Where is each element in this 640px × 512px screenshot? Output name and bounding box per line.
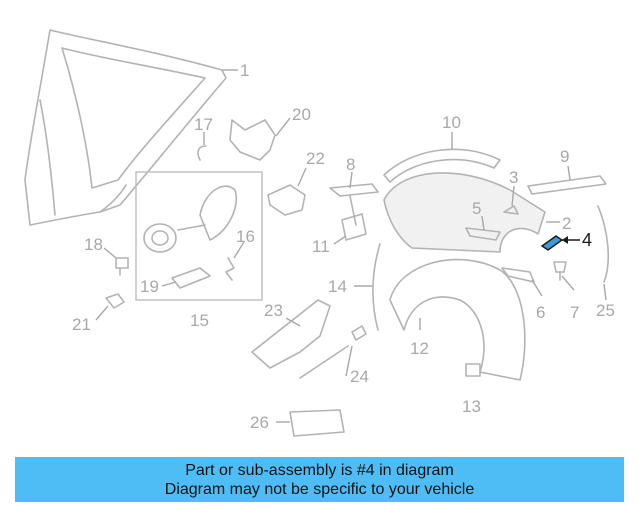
callout-line-21: [95, 305, 109, 321]
info-banner: Part or sub-assembly is #4 in diagram Di…: [15, 457, 624, 502]
callout-arrow-4: [562, 236, 568, 244]
seal-part-5: [465, 227, 501, 241]
callout-9: 9: [560, 147, 569, 166]
callout-26: 26: [250, 413, 269, 432]
callout-line-3: [511, 185, 515, 207]
quarter-panel-part: [24, 29, 227, 226]
callout-4: 4: [582, 230, 592, 250]
wheel-arch-molding-part: [383, 148, 501, 183]
callout-5: 5: [472, 199, 481, 218]
fuel-door-group-box: [135, 171, 263, 301]
callout-line-25: [603, 283, 607, 301]
callout-21: 21: [72, 315, 91, 334]
bracket-part-9: [527, 175, 607, 195]
parts-diagram: 1 17 20 22 16 19 15 18 21 8 11 10 2: [24, 29, 615, 437]
clip-part-3: [503, 205, 519, 215]
banner-line-1: Part or sub-assembly is #4 in diagram: [185, 462, 454, 479]
push-pin-part: [553, 261, 567, 281]
callout-13: 13: [462, 397, 481, 416]
callout-10: 10: [442, 113, 461, 132]
callout-25: 25: [596, 301, 615, 320]
callout-line-16: [233, 241, 245, 259]
actuator-part: [267, 184, 306, 216]
strip-part-25: [597, 205, 610, 283]
callout-16: 16: [236, 227, 255, 246]
callout-line-23: [285, 317, 301, 327]
callout-line-9: [567, 165, 571, 181]
callout-11: 11: [312, 237, 330, 256]
callout-24: 24: [350, 367, 369, 386]
plug-part: [105, 293, 125, 309]
bracket-part-20: [229, 119, 276, 161]
fuel-door-part: [143, 185, 237, 289]
callout-19: 19: [140, 277, 159, 296]
strip-part-14: [372, 243, 381, 331]
callout-line-6: [531, 279, 543, 297]
wheel-flare-part: [383, 172, 546, 253]
clip-part-13: [465, 363, 481, 377]
callout-6: 6: [536, 303, 545, 322]
wheel-liner-part: [389, 258, 526, 381]
callout-line-5: [481, 215, 485, 231]
callout-line-24: [345, 345, 353, 377]
callout-7: 7: [570, 303, 579, 322]
banner-line-2: Diagram may not be specific to your vehi…: [164, 481, 475, 498]
callout-17: 17: [194, 115, 213, 134]
callout-18: 18: [84, 235, 103, 254]
pad-part: [341, 213, 367, 241]
callout-line-11: [333, 235, 347, 245]
callout-14: 14: [328, 277, 347, 296]
callout-20: 20: [292, 105, 311, 124]
callout-line-18: [103, 247, 117, 259]
callout-12: 12: [410, 339, 429, 358]
highlighted-part-4[interactable]: [540, 235, 564, 251]
callout-15: 15: [190, 311, 209, 330]
callout-1: 1: [240, 61, 249, 80]
callout-line-19: [161, 281, 177, 287]
grommet-part: [115, 257, 129, 276]
callout-line-20: [275, 117, 291, 137]
callout-2: 2: [562, 214, 571, 233]
callout-line-8: [349, 171, 353, 189]
callout-line-7: [561, 275, 575, 291]
vent-part-26: [289, 409, 345, 437]
callout-23: 23: [264, 301, 283, 320]
spring-part-16: [225, 257, 235, 281]
callout-3: 3: [509, 168, 518, 187]
panel-part-23: [251, 299, 331, 369]
callout-8: 8: [346, 155, 355, 174]
hose-clip-part: [197, 145, 207, 161]
bracket-part-8: [329, 183, 379, 226]
callout-22: 22: [306, 149, 325, 168]
strut-part-24: [299, 325, 367, 379]
callout-line-22: [297, 167, 307, 187]
